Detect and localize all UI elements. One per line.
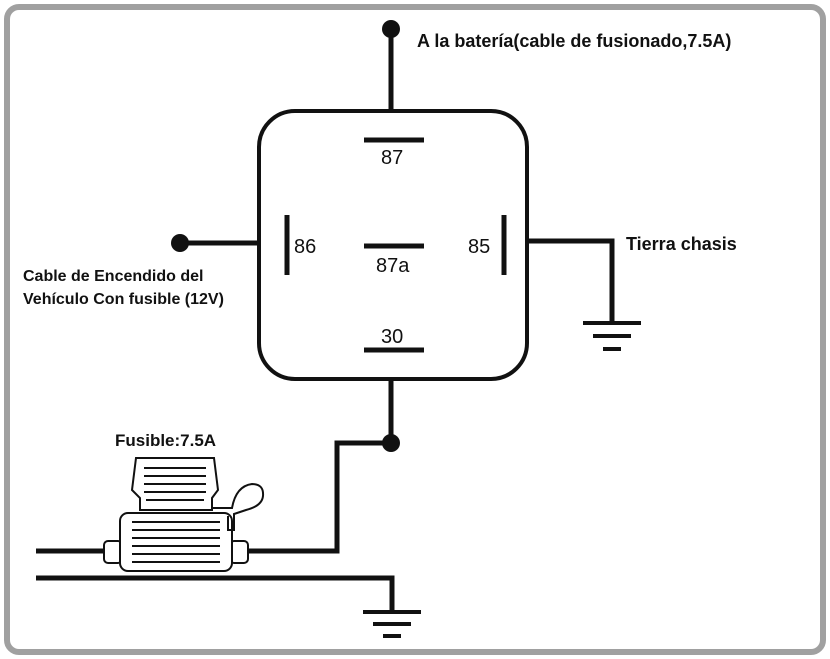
ground-chassis-label: Tierra chasis	[626, 234, 737, 254]
chassis-ground-wire	[527, 238, 615, 322]
ignition-terminal-dot	[171, 234, 189, 252]
fuse-holder	[103, 457, 265, 572]
pin-87a-label: 87a	[376, 255, 410, 277]
pin-85-label: 85	[468, 236, 490, 258]
ignition-label-line2: Vehículo Con fusible (12V)	[23, 291, 224, 308]
pin-87-label: 87	[381, 147, 403, 169]
fuse-output-wire	[246, 440, 391, 554]
fuse-label: Fusible:7.5A	[115, 431, 216, 450]
battery-label: A la batería(cable de fusionado,7.5A)	[417, 31, 731, 51]
chassis-ground-symbol	[583, 321, 641, 351]
pin-86-label: 86	[294, 236, 316, 258]
ignition-label-line1: Cable de Encendido del	[23, 268, 203, 285]
battery-terminal-dot	[382, 20, 400, 38]
bottom-ground-symbol	[363, 610, 421, 638]
pin-30-label: 30	[381, 326, 403, 348]
bottom-ground-wire	[36, 575, 395, 611]
